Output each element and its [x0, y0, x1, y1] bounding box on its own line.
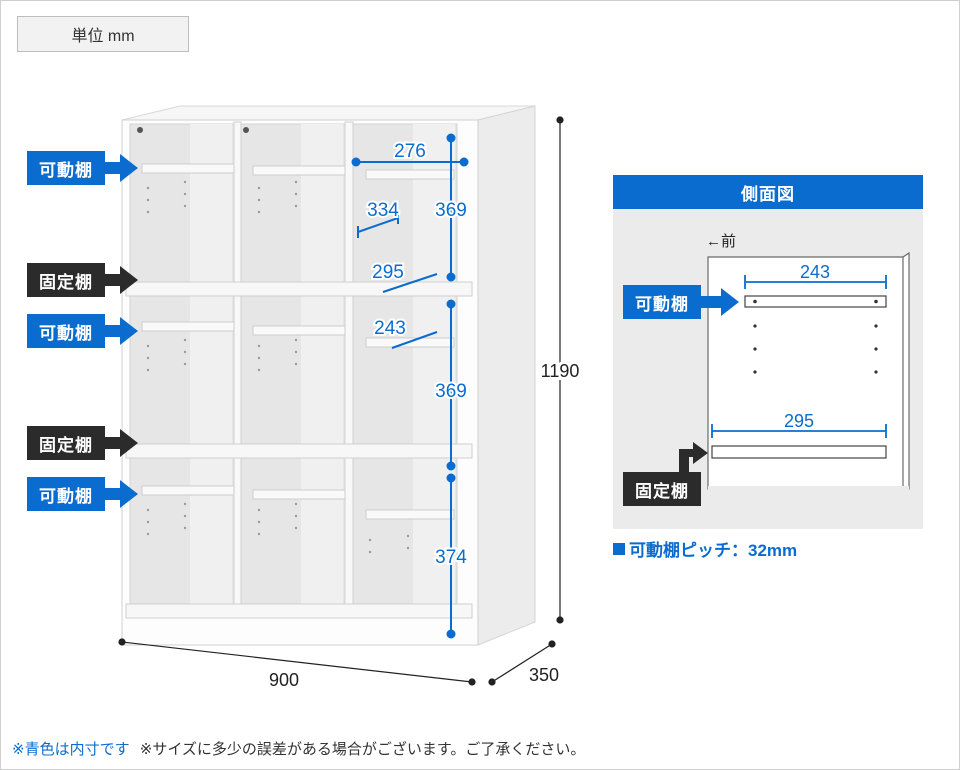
- side-pin-holes: [753, 324, 878, 374]
- label-fixed-shelf-top: 固定棚: [27, 263, 105, 297]
- compartment-backs: [190, 124, 455, 612]
- dim-section-middle: 369: [435, 381, 467, 402]
- arrow-stem: [679, 449, 689, 475]
- compartments: [129, 123, 458, 613]
- dim-height: 1190: [541, 361, 580, 381]
- footer-variance-note: ※サイズに多少の誤差がある場合がございます。ご了承ください。: [139, 741, 586, 758]
- label-movable-shelf-bottom: 可動棚: [27, 477, 105, 511]
- mount-hole: [137, 127, 143, 133]
- side-front-label: ←前: [706, 233, 736, 250]
- square-bullet-icon: [613, 542, 625, 555]
- inner-dimension-lines: [351, 133, 469, 639]
- unit-label: 単位 mm: [17, 16, 189, 52]
- side-dimension-labels: 243 295: [784, 262, 830, 431]
- arrow-right-icon: [120, 480, 138, 508]
- dim-section-top: 369: [435, 200, 467, 221]
- side-dim-movable: 243: [800, 262, 830, 282]
- footer-inner-note: ※青色は内寸です: [12, 741, 130, 758]
- arrow-right-icon: [120, 154, 138, 182]
- cabinet-top: [121, 105, 536, 121]
- arrow-stem: [105, 162, 120, 174]
- arrow-stem: [105, 274, 120, 286]
- pitch-note: 可動棚ピッチ：32mm: [613, 536, 797, 561]
- side-panel-board: [707, 251, 910, 490]
- outer-dimension-lines: [118, 116, 564, 686]
- dim-movable-depth: 243: [374, 318, 406, 339]
- cabinet-diagram: 276 334 295 243 369 369 374 1190 900 350: [118, 105, 582, 690]
- arrow-right-icon: [120, 317, 138, 345]
- pitch-note-text: 可動棚ピッチ：32mm: [629, 541, 798, 560]
- arrow-stem: [105, 488, 120, 500]
- side-view-title: 側面図: [613, 175, 923, 209]
- label-movable-shelf-middle: 可動棚: [27, 314, 105, 348]
- arrow-stem: [105, 437, 120, 449]
- dim-depth: 350: [529, 665, 559, 685]
- pin-holes: [146, 180, 410, 554]
- dim-inner-depth: 334: [367, 200, 399, 221]
- arrow-right-icon: [721, 288, 739, 316]
- arrow-stem: [105, 325, 120, 337]
- dim-width: 900: [269, 670, 299, 690]
- arrow-stem: [701, 296, 721, 308]
- footer-note: ※青色は内寸です ※サイズに多少の誤差がある場合がございます。ご了承ください。: [12, 738, 585, 759]
- arrow-right-icon: [120, 266, 138, 294]
- pin-hole: [874, 299, 878, 304]
- label-movable-shelf-top: 可動棚: [27, 151, 105, 185]
- dim-fixed-depth: 295: [372, 262, 404, 283]
- pin-hole: [753, 299, 757, 304]
- outer-dimension-labels: 1190 900 350: [269, 358, 582, 690]
- mount-hole: [243, 127, 249, 133]
- side-view-diagram: 243 295 ←前: [679, 233, 910, 492]
- inner-dimension-labels: 276 334 295 243 369 369 374: [365, 139, 469, 570]
- arrow-right-icon: [120, 429, 138, 457]
- arrow-up-right-icon: [685, 442, 708, 464]
- side-label-movable: 可動棚: [623, 285, 701, 319]
- dim-inner-width: 276: [394, 141, 426, 162]
- dim-section-bottom: 374: [435, 547, 467, 568]
- side-movable-shelf: [744, 295, 887, 308]
- side-dimension-lines: [711, 275, 887, 438]
- label-fixed-shelf-middle: 固定棚: [27, 426, 105, 460]
- side-dim-fixed: 295: [784, 411, 814, 431]
- cabinet-right-side: [477, 105, 536, 646]
- side-label-fixed: 固定棚: [623, 472, 701, 506]
- side-fixed-shelf: [711, 445, 887, 459]
